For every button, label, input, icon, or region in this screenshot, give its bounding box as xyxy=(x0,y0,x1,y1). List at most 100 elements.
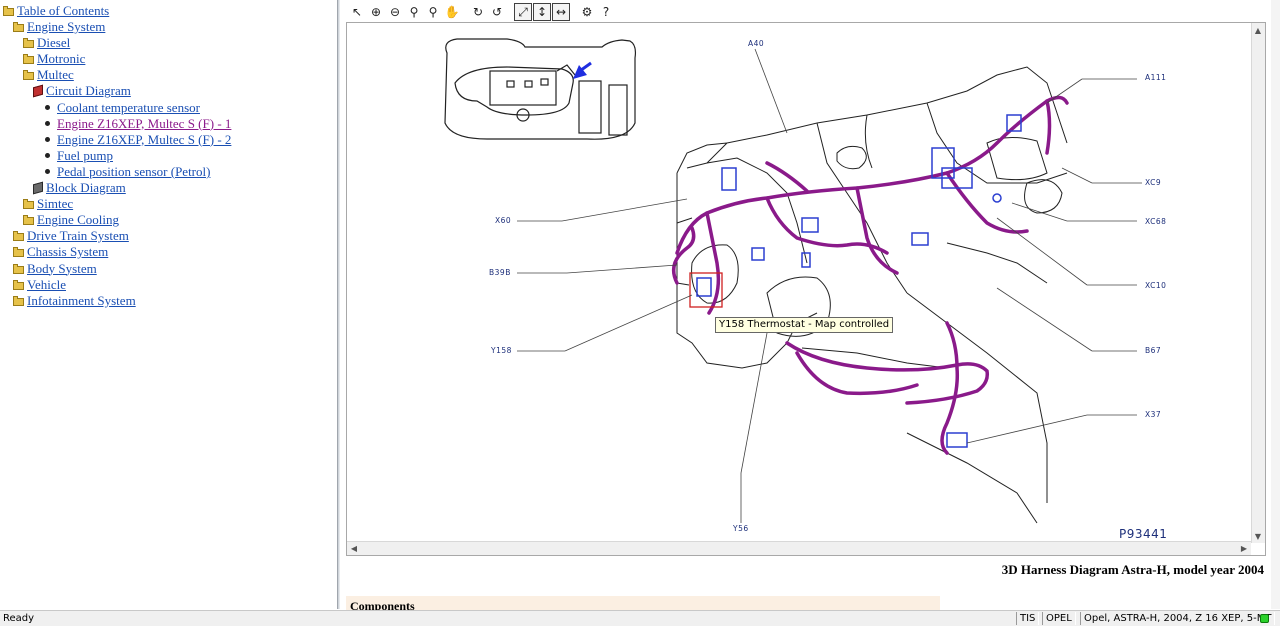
tree-item[interactable]: Engine System xyxy=(13,19,105,35)
tree-item[interactable]: Body System xyxy=(13,261,97,277)
help-icon[interactable]: ? xyxy=(602,5,610,19)
folder-icon xyxy=(13,279,24,290)
callout-b39b: B39B xyxy=(489,268,511,277)
zoom-out-icon[interactable]: ⊖ xyxy=(389,5,401,19)
bullet-icon xyxy=(45,121,50,127)
status-bar: Ready TIS OPEL Opel, ASTRA-H, 2004, Z 16… xyxy=(0,610,1280,626)
tree-item-label[interactable]: Drive Train System xyxy=(27,228,129,244)
bullet-icon xyxy=(45,153,50,159)
tree-item[interactable]: Engine Z16XEP, Multec S (F) - 1 xyxy=(43,116,231,132)
component-tooltip: Y158 Thermostat - Map controlled xyxy=(715,317,894,333)
status-app: TIS xyxy=(1016,612,1040,625)
tree-item-label[interactable]: Circuit Diagram xyxy=(46,83,131,99)
callout-xc68: XC68 xyxy=(1145,217,1167,226)
diagram-vertical-scrollbar[interactable]: ▲ ▼ xyxy=(1251,23,1265,543)
diagram-horizontal-scrollbar[interactable]: ◀ ▶ xyxy=(347,541,1251,555)
highlight-y158[interactable] xyxy=(689,272,723,308)
fit-height-icon[interactable]: ↕ xyxy=(533,3,551,21)
tree-item[interactable]: Simtec xyxy=(23,196,73,212)
page-vertical-scrollbar[interactable] xyxy=(1271,0,1280,609)
callout-x37: X37 xyxy=(1145,410,1162,419)
callout-xc9: XC9 xyxy=(1145,178,1162,187)
tree-root[interactable]: Table of Contents xyxy=(3,3,109,19)
folder-icon xyxy=(13,22,24,32)
tree-item[interactable]: Engine Z16XEP, Multec S (F) - 2 xyxy=(43,132,231,148)
book-open-icon xyxy=(33,85,43,98)
tree-item-label[interactable]: Motronic xyxy=(37,51,86,67)
zoom-in-icon[interactable]: ⊕ xyxy=(370,5,382,19)
callout-a111: A111 xyxy=(1145,73,1167,82)
tree-item-label[interactable]: Body System xyxy=(27,260,97,276)
callout-y158: Y158 xyxy=(491,346,512,355)
status-brand: OPEL xyxy=(1042,612,1076,625)
tree-item-label[interactable]: Diesel xyxy=(37,35,71,51)
callout-b67: B67 xyxy=(1145,346,1162,355)
tree-item[interactable]: Diesel xyxy=(23,35,70,51)
tree-root-label[interactable]: Table of Contents xyxy=(17,3,110,18)
tree-item[interactable]: Multec xyxy=(23,67,74,83)
folder-icon xyxy=(13,231,24,242)
tree-item[interactable]: Circuit Diagram xyxy=(33,83,131,99)
tree-item-label[interactable]: Multec xyxy=(37,67,74,83)
tree-item[interactable]: Coolant temperature sensor xyxy=(43,100,200,116)
tree-item-label[interactable]: Chassis System xyxy=(27,244,109,260)
tree-item[interactable]: Engine Cooling xyxy=(23,212,119,228)
scroll-right-icon[interactable]: ▶ xyxy=(1240,543,1248,553)
leader-lines xyxy=(517,48,1142,523)
tree-item-label[interactable]: Engine Z16XEP, Multec S (F) - 1 xyxy=(57,115,232,131)
folder-icon xyxy=(13,247,24,258)
tree-item[interactable]: Infotainment System xyxy=(13,293,136,309)
status-vehicle: Opel, ASTRA-H, 2004, Z 16 XEP, 5-MT xyxy=(1080,612,1276,625)
zoom-area-icon[interactable]: ⚲ xyxy=(428,5,438,19)
fit-width-icon[interactable]: ↔ xyxy=(552,3,570,21)
folder-icon xyxy=(23,199,34,210)
folder-open-icon xyxy=(3,6,14,16)
scroll-down-icon[interactable]: ▼ xyxy=(1254,531,1262,541)
tree-item-label[interactable]: Engine Z16XEP, Multec S (F) - 2 xyxy=(57,131,232,147)
folder-icon xyxy=(13,263,24,274)
tree-item-label[interactable]: Simtec xyxy=(37,196,74,212)
diagram-title: 3D Harness Diagram Astra-H, model year 2… xyxy=(1001,562,1264,577)
zoom-icon[interactable]: ⚲ xyxy=(409,5,419,19)
scroll-up-icon[interactable]: ▲ xyxy=(1254,25,1262,35)
tree-item-label[interactable]: Engine Cooling xyxy=(37,212,119,228)
inset-detail xyxy=(444,38,637,140)
tree-item-label[interactable]: Vehicle xyxy=(27,276,66,292)
book-icon xyxy=(33,181,43,195)
tree-item-label[interactable]: Block Diagram xyxy=(46,180,126,195)
harness-diagram[interactable] xyxy=(347,23,1251,543)
select-arrow-icon[interactable]: ↖ xyxy=(351,5,363,19)
tree-item[interactable]: Motronic xyxy=(23,51,85,67)
pane-splitter[interactable] xyxy=(337,0,340,609)
tree-item-label[interactable]: Pedal position sensor (Petrol) xyxy=(57,163,211,179)
rotate-right-icon[interactable]: ↻ xyxy=(472,5,484,19)
tree-item-label[interactable]: Coolant temperature sensor xyxy=(57,99,200,115)
tree-item-label[interactable]: Infotainment System xyxy=(27,292,136,308)
tree-item[interactable]: Drive Train System xyxy=(13,228,129,244)
tree-item[interactable]: Block Diagram xyxy=(33,180,126,196)
tree-item[interactable]: Pedal position sensor (Petrol) xyxy=(43,164,210,180)
tree-item-label[interactable]: Fuel pump xyxy=(57,147,113,163)
callout-y56: Y56 xyxy=(733,524,749,533)
callout-a40: A40 xyxy=(748,39,765,48)
wiring-harness xyxy=(671,95,1069,455)
diagram-viewer[interactable]: A40 A111 XC9 XC68 XC10 B67 X37 X60 B39B … xyxy=(346,22,1266,556)
inset-arrow-shaft xyxy=(576,61,592,75)
status-ready-text: Ready xyxy=(3,613,35,624)
diagram-toolbar: ↖ ⊕ ⊖ ⚲ ⚲ ✋ ↻ ↺ ⤢↕↔ ⚙? xyxy=(348,2,615,22)
highlight-tool-icon[interactable]: ⚙ xyxy=(581,5,593,19)
pan-hand-icon[interactable]: ✋ xyxy=(444,5,460,19)
figure-number: P93441 xyxy=(1119,527,1168,541)
connectors xyxy=(696,114,1022,448)
scroll-left-icon[interactable]: ◀ xyxy=(350,543,358,553)
rotate-left-icon[interactable]: ↺ xyxy=(491,5,503,19)
fit-all-icon[interactable]: ⤢ xyxy=(514,3,532,21)
components-section: Components xyxy=(346,596,940,610)
folder-icon xyxy=(23,38,34,49)
callout-x60: X60 xyxy=(495,216,512,225)
tree-item-label[interactable]: Engine System xyxy=(27,19,106,34)
tree-item[interactable]: Chassis System xyxy=(13,244,108,260)
tree-item[interactable]: Vehicle xyxy=(13,277,66,293)
tree-item[interactable]: Fuel pump xyxy=(43,148,113,164)
